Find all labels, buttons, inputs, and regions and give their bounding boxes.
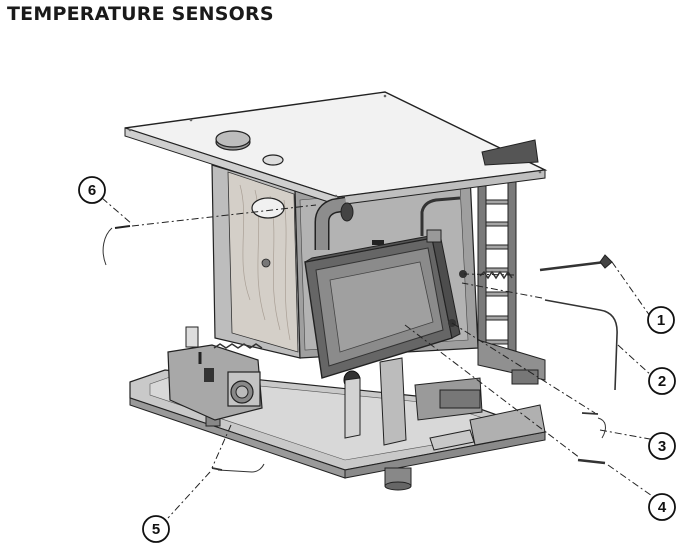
elbow-pipe [314, 196, 354, 250]
page-title: TEMPERATURE SENSORS [7, 3, 274, 25]
callout-4: 4 [648, 493, 676, 521]
ladder-frame [477, 179, 546, 381]
sensor-probes [102, 225, 618, 473]
callout-1-label: 1 [657, 312, 665, 329]
callout-5: 5 [142, 515, 170, 543]
callout-1: 1 [647, 306, 675, 334]
combustion-chamber [304, 233, 461, 390]
under-frame [344, 357, 546, 451]
callout-3-label: 3 [658, 438, 666, 455]
callout-4-label: 4 [658, 499, 667, 516]
callout-5-label: 5 [152, 521, 160, 538]
leader-lines [101, 197, 656, 519]
callout-6: 6 [78, 176, 106, 204]
top-plate [124, 91, 548, 206]
callout-2-label: 2 [658, 373, 666, 390]
callout-3: 3 [648, 432, 676, 460]
fan-housing [167, 326, 263, 421]
callout-2: 2 [648, 367, 676, 395]
callout-6-label: 6 [88, 182, 96, 199]
